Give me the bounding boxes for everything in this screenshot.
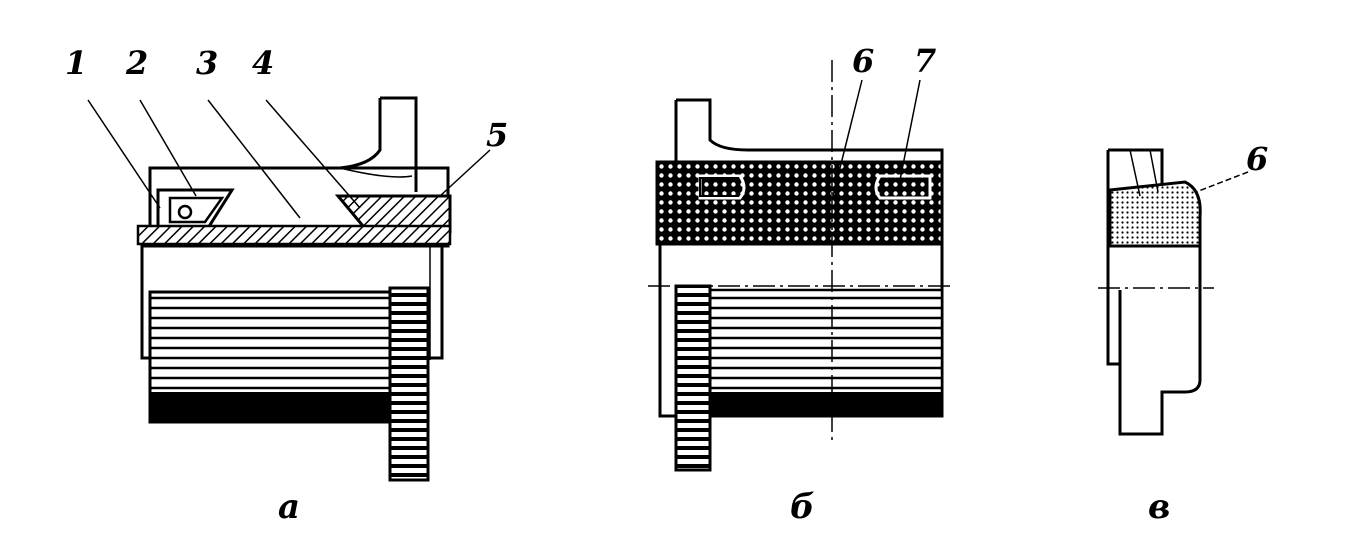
callout-6: 6 [852, 42, 874, 80]
callout-4: 4 [252, 44, 274, 82]
callout-2: 2 [125, 44, 148, 82]
callout-7: 7 [914, 42, 936, 80]
callout-6-c: 6 [1246, 140, 1268, 178]
subfigure-b-drawing [648, 60, 952, 472]
subfigure-c-label: в [1148, 487, 1170, 527]
callout-3: 3 [196, 44, 218, 82]
subfigure-c-drawing [1098, 148, 1249, 436]
subfigure-a-drawing [87, 96, 491, 482]
subfigure-a-label: а [278, 487, 300, 527]
callout-5: 5 [486, 116, 508, 154]
callout-1: 1 [65, 44, 87, 82]
subfigure-b-label: б [790, 487, 815, 527]
